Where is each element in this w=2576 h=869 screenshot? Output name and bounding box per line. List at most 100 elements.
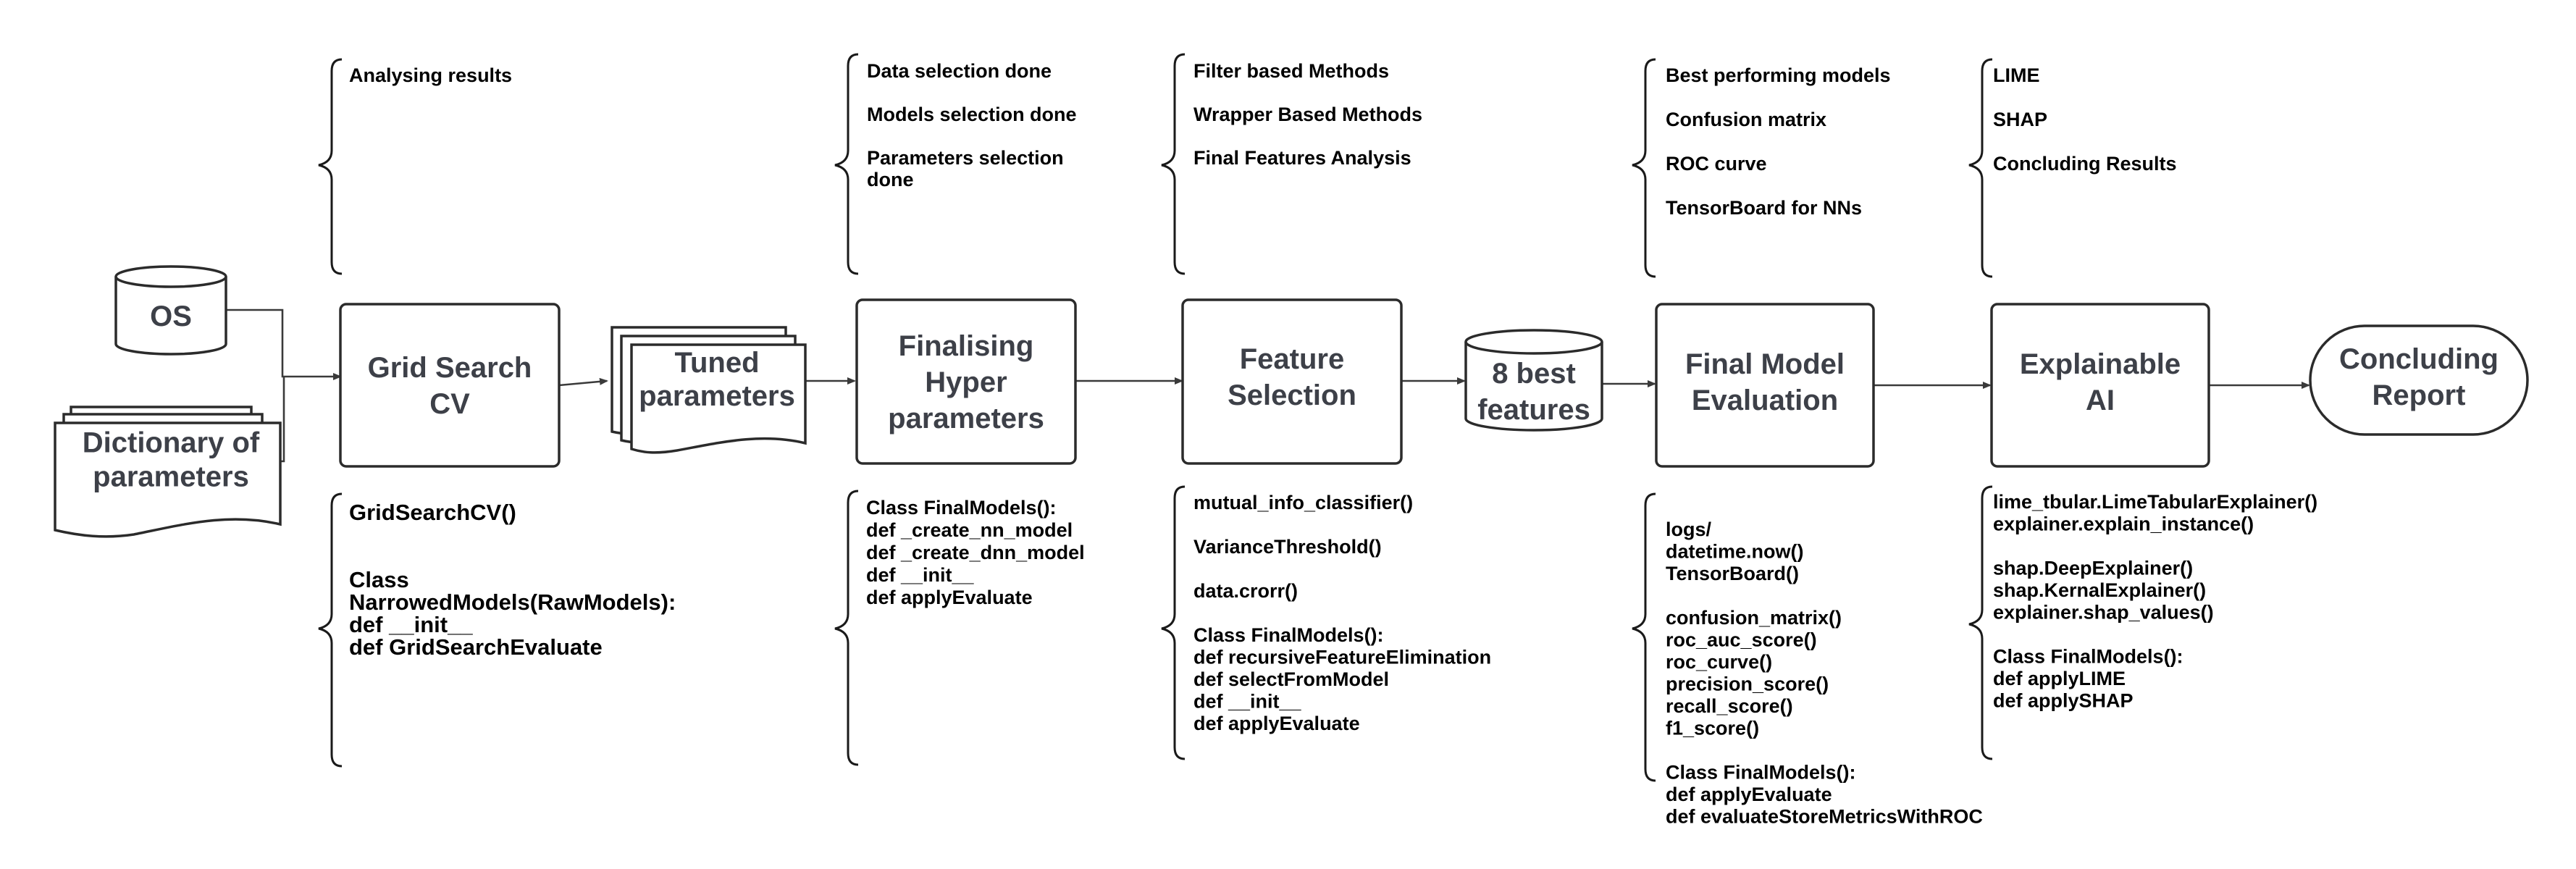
top-note-xai-line-0: LIME — [1993, 64, 2040, 86]
bottom-note-fs-line-9: def __init__ — [1193, 691, 1302, 713]
top-note-fs-line-4: Final Features Analysis — [1193, 147, 1411, 169]
xai-box — [1990, 303, 2210, 468]
bottom-note-fhp-line-0: Class FinalModels(): — [866, 497, 1057, 519]
bottom-note-fme-line-2: TensorBoard() — [1666, 563, 1799, 584]
top-note-fme-line-0: Best performing models — [1666, 64, 1891, 86]
gscv-box — [339, 303, 561, 468]
bottom-note-xai-line-3: shap.DeepExplainer() — [1993, 558, 2193, 579]
bottom-note-fme-line-12: def applyEvaluate — [1666, 784, 1832, 805]
bottom-note-xai-line-8: def applyLIME — [1993, 668, 2126, 689]
brace-bottom-xai — [1968, 485, 1993, 760]
bottom-note-gscv-line-5: def __init__ — [349, 612, 473, 637]
bottom-note-fme-line-0: logs/ — [1666, 519, 1712, 540]
bottom-note-fme: logs/datetime.now()TensorBoard()confusio… — [1666, 519, 1983, 828]
bottom-note-fme-line-7: precision_score() — [1666, 673, 1829, 695]
tuned-label-line-1: parameters — [639, 380, 795, 412]
bottom-note-fs-line-0: mutual_info_classifier() — [1193, 492, 1413, 513]
bottom-note-xai-line-9: def applySHAP — [1993, 690, 2134, 712]
brace-top-gscv — [318, 58, 343, 275]
fme-label-line-0: Final Model — [1685, 348, 1845, 380]
bottom-note-fhp-line-4: def applyEvaluate — [866, 587, 1033, 608]
edge-gscv-to-tuned — [558, 377, 608, 387]
fs-box — [1181, 298, 1403, 465]
top-note-fhp-line-2: Models selection done — [867, 104, 1077, 125]
top-note-xai-line-4: Concluding Results — [1993, 153, 2177, 175]
dict-label-line-1: parameters — [93, 461, 249, 493]
report-terminator — [2309, 324, 2529, 436]
fs-label-line-1: Selection — [1228, 379, 1356, 411]
bottom-note-fhp-line-2: def _create_dnn_model — [866, 542, 1085, 563]
bottom-note-gscv-line-3: Class — [349, 567, 409, 592]
fs-label-line-0: Feature — [1240, 343, 1345, 375]
bottom-note-fs-line-10: def applyEvaluate — [1193, 713, 1360, 734]
bottom-note-xai-line-7: Class FinalModels(): — [1993, 646, 2183, 668]
top-note-fme-line-2: Confusion matrix — [1666, 109, 1826, 130]
top-note-fme-line-4: ROC curve — [1666, 153, 1767, 175]
bottom-note-xai-line-0: lime_tbular.LimeTabularExplainer() — [1993, 491, 2317, 513]
brace-top-fme — [1632, 58, 1656, 278]
top-note-xai-line-2: SHAP — [1993, 109, 2047, 130]
top-note-xai: LIME SHAP Concluding Results — [1993, 64, 2177, 175]
best-cylinder — [1464, 342, 1603, 432]
bottom-note-fs-line-6: Class FinalModels(): — [1193, 624, 1384, 646]
fme-label-line-1: Evaluation — [1692, 385, 1838, 416]
bottom-note-fhp-line-3: def __init__ — [866, 564, 975, 586]
xai-label-line-0: Explainable — [2020, 348, 2181, 380]
bottom-note-xai: lime_tbular.LimeTabularExplainer()explai… — [1993, 491, 2317, 712]
top-note-fs-line-2: Wrapper Based Methods — [1193, 104, 1422, 125]
bottom-note-fme-line-1: datetime.now() — [1666, 541, 1804, 563]
report-label-line-1: Report — [2372, 379, 2466, 411]
bottom-note-fhp: Class FinalModels():def _create_nn_model… — [866, 497, 1085, 608]
brace-top-fhp — [834, 53, 859, 275]
brace-bottom-fs — [1161, 485, 1186, 760]
top-note-gscv: Analysing results — [349, 64, 512, 86]
bottom-note-fs-line-4: data.crorr() — [1193, 580, 1298, 602]
bottom-note-fs-line-2: VarianceThreshold() — [1193, 536, 1382, 558]
bottom-note-fs: mutual_info_classifier() VarianceThreshol… — [1193, 492, 1491, 734]
os-cylinder — [114, 277, 227, 356]
bottom-note-fme-line-13: def evaluateStoreMetricsWithROC — [1666, 806, 1983, 828]
top-note-fhp-line-4: Parameters selection — [867, 147, 1064, 169]
top-note-fhp-line-5: done — [867, 169, 914, 190]
fhp-label-line-2: parameters — [888, 403, 1044, 434]
bottom-note-gscv-line-4: NarrowedModels(RawModels): — [349, 589, 676, 615]
best-label-line-0: 8 best — [1492, 358, 1576, 390]
os-cylinder-top — [114, 265, 227, 288]
os-label-line-0: OS — [150, 301, 192, 332]
brace-bottom-gscv — [318, 492, 343, 768]
bottom-note-xai-line-1: explainer.explain_instance() — [1993, 513, 2254, 535]
brace-top-fs — [1161, 53, 1186, 275]
bottom-note-fme-line-8: recall_score() — [1666, 695, 1793, 717]
bottom-note-gscv-line-6: def GridSearchEvaluate — [349, 634, 603, 660]
bottom-note-fme-line-5: roc_auc_score() — [1666, 629, 1817, 651]
bottom-note-fme-line-6: roc_curve() — [1666, 651, 1772, 673]
edge-os-to-gscv — [226, 308, 342, 380]
gscv-label-line-1: CV — [429, 388, 470, 420]
braces — [318, 53, 1993, 782]
top-note-fme-line-6: TensorBoard for NNs — [1666, 197, 1862, 219]
bottom-note-fs-line-8: def selectFromModel — [1193, 668, 1389, 690]
top-note-fhp-line-0: Data selection done — [867, 60, 1052, 82]
node-os: OS — [114, 265, 227, 356]
bottom-note-gscv-line-0: GridSearchCV() — [349, 500, 516, 525]
